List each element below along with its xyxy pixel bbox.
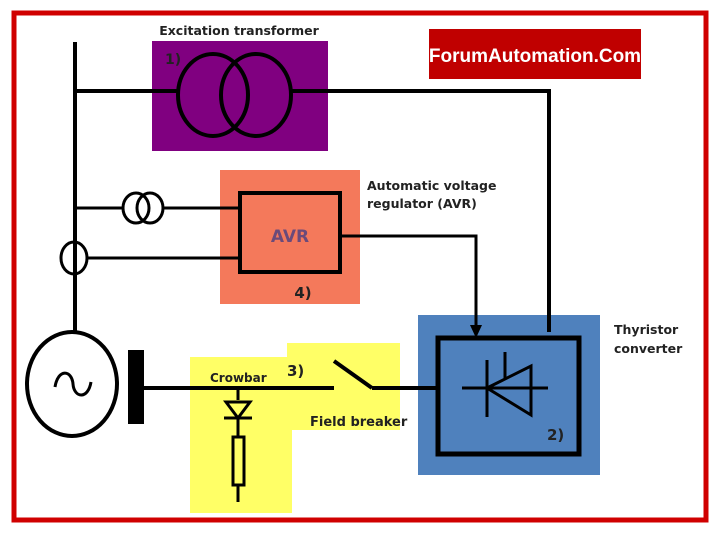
thyristor-converter-label-line2: converter bbox=[614, 341, 683, 356]
switch-icon bbox=[332, 359, 374, 390]
thyristor-icon bbox=[462, 352, 548, 418]
thyristor-converter-label-line1: Thyristor bbox=[614, 322, 679, 337]
thyristor-converter-box bbox=[435, 335, 582, 457]
brand-banner bbox=[429, 29, 641, 79]
rotor-slipring bbox=[128, 350, 144, 424]
diode-icon bbox=[223, 400, 253, 437]
thyristor-converter-region bbox=[418, 315, 600, 475]
generator-icon bbox=[25, 330, 119, 438]
thyristor-converter-number: 2) bbox=[547, 426, 564, 444]
ac-wave-icon bbox=[53, 371, 93, 397]
brand-text: ForumAutomation.Com bbox=[429, 46, 641, 67]
avr-box-text: AVR bbox=[271, 227, 309, 247]
supply-line-right bbox=[292, 89, 551, 332]
transformer-icon bbox=[176, 52, 293, 138]
avr-control-arrowhead bbox=[470, 325, 482, 338]
crowbar-label: Crowbar bbox=[210, 371, 267, 385]
avr-number: 4) bbox=[294, 284, 311, 302]
crowbar-number: 3) bbox=[287, 362, 304, 380]
avr-label-line2: regulator (AVR) bbox=[367, 196, 477, 211]
avr-label-line1: Automatic voltage bbox=[367, 178, 496, 193]
excitation-transformer-number: 1) bbox=[165, 52, 181, 68]
excitation-transformer-label: Excitation transformer bbox=[159, 23, 319, 38]
avr-box bbox=[238, 191, 342, 274]
avr-control-line bbox=[340, 234, 478, 328]
field-breaker-label: Field breaker bbox=[310, 415, 408, 430]
